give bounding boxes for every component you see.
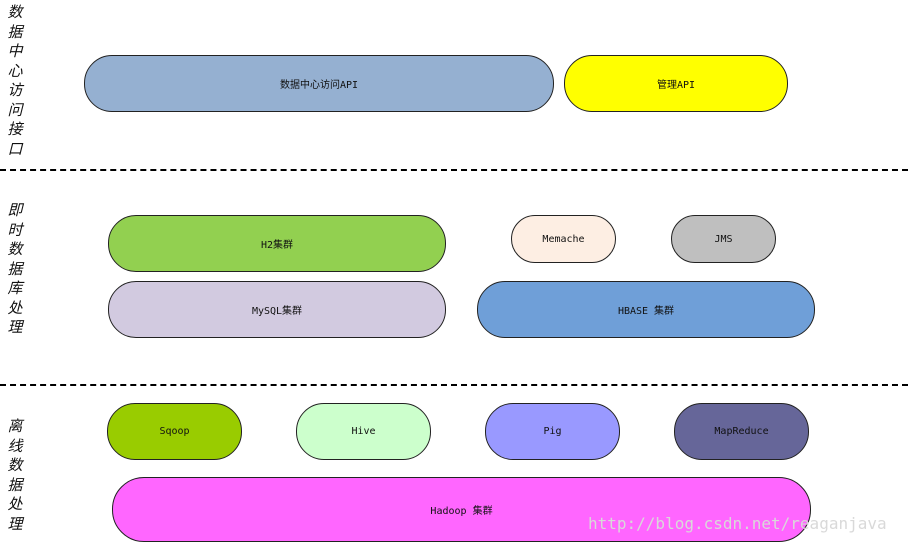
box-mysql-cluster: MySQL集群 xyxy=(108,281,446,338)
box-memache-label: Memache xyxy=(542,233,585,245)
box-dc-api-label: 数据中心访问API xyxy=(279,80,359,91)
box-jms-label: JMS xyxy=(714,233,733,245)
box-jms: JMS xyxy=(671,215,776,263)
box-sqoop-label: Sqoop xyxy=(159,426,190,437)
box-hadoop-cluster: Hadoop 集群 xyxy=(112,477,811,542)
box-sqoop: Sqoop xyxy=(107,403,242,460)
layer-label-realtime: 即时数据库处理 xyxy=(7,201,23,336)
box-mgmt-api: 管理API xyxy=(564,55,788,112)
box-pig: Pig xyxy=(485,403,620,460)
box-mysql-cluster-label: MySQL集群 xyxy=(251,306,303,317)
box-hbase-cluster-label: HBASE 集群 xyxy=(617,306,675,317)
box-hadoop-cluster-label: Hadoop 集群 xyxy=(430,506,493,517)
box-h2-cluster: H2集群 xyxy=(108,215,446,272)
layer-label-offline: 离线数据处理 xyxy=(7,417,23,533)
box-h2-cluster-label: H2集群 xyxy=(260,240,294,251)
box-hbase-cluster: HBASE 集群 xyxy=(477,281,815,338)
layer-label-access: 数据中心访问接口 xyxy=(7,3,23,158)
box-dc-api: 数据中心访问API xyxy=(84,55,554,112)
box-hive: Hive xyxy=(296,403,431,460)
box-memache: Memache xyxy=(511,215,616,263)
layer-divider-top xyxy=(0,169,908,171)
watermark: http://blog.csdn.net/reaganjava xyxy=(588,514,887,533)
layer-divider-bottom xyxy=(0,384,908,386)
box-mapreduce-label: MapReduce xyxy=(714,426,769,437)
box-mapreduce: MapReduce xyxy=(674,403,809,460)
box-hive-label: Hive xyxy=(351,426,376,437)
box-pig-label: Pig xyxy=(543,426,562,437)
box-mgmt-api-label: 管理API xyxy=(656,80,696,91)
